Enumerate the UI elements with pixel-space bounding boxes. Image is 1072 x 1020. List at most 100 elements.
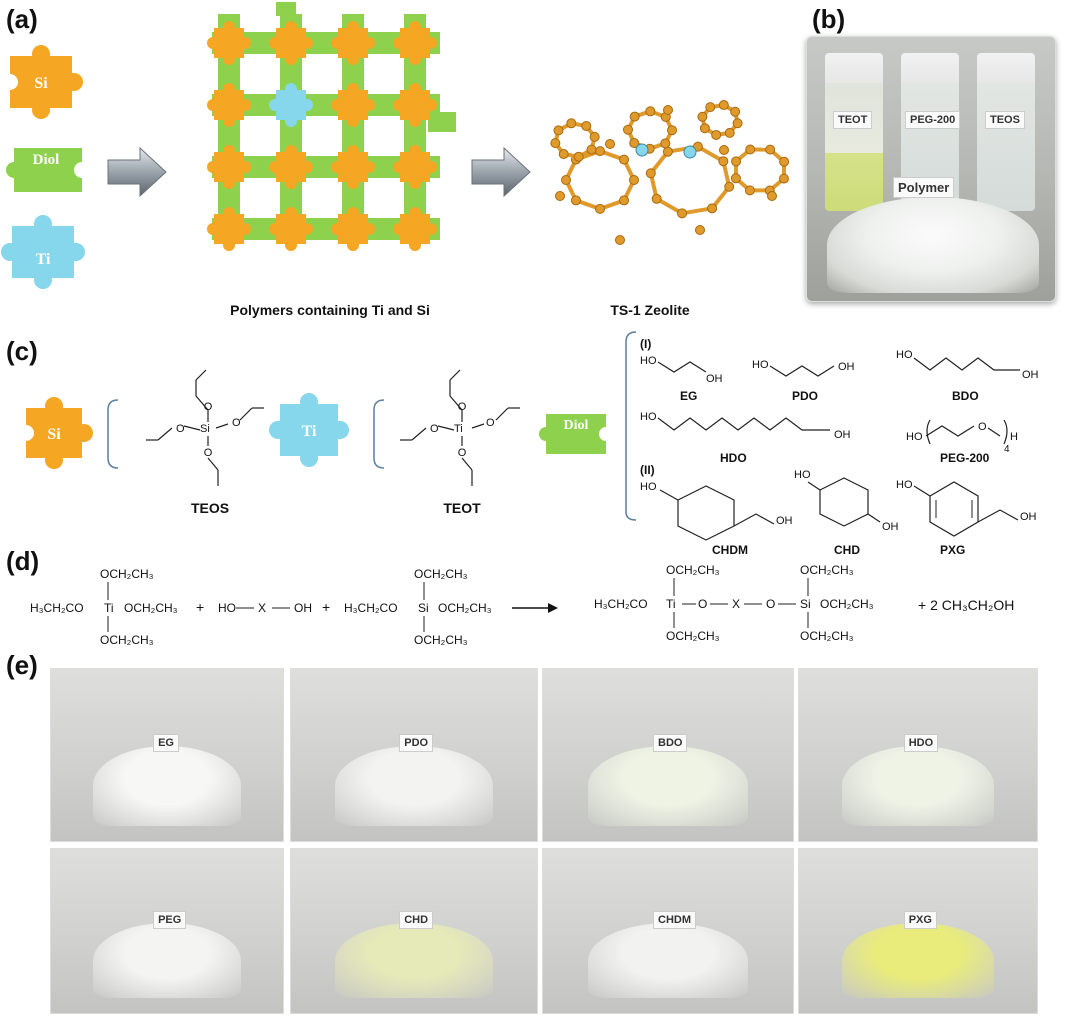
teos-structure (146, 369, 264, 486)
zeolite-atom (586, 144, 597, 155)
svg-text:OCH₂CH₃: OCH₂CH₃ (100, 567, 154, 581)
panel-label-e: (e) (6, 650, 38, 680)
svg-text:O: O (486, 417, 495, 429)
reaction-equation: OCH₂CH₃ H₃CH₂CO Ti OCH₂CH₃ OCH₂CH₃ + HO … (30, 563, 1014, 647)
zeolite-atom (718, 156, 729, 167)
ti-puzzle-piece: Ti (269, 393, 349, 467)
sample-label: PDO (399, 734, 434, 753)
polymer-pile (92, 922, 242, 999)
zeolite-atom (619, 195, 630, 206)
polymer-pile (92, 746, 242, 826)
svg-text:4: 4 (1004, 444, 1010, 455)
panel-label-c: (c) (6, 336, 38, 366)
svg-text:Ti: Ti (104, 601, 114, 615)
peg200-label: PEG-200 (940, 451, 990, 465)
svg-text:OH: OH (882, 521, 899, 533)
zeolite-caption: TS-1 Zeolite (610, 302, 690, 318)
si-node (269, 145, 313, 189)
sample-label: EG (153, 734, 179, 753)
ti-atom (635, 143, 649, 157)
zeolite-atom (745, 144, 756, 155)
si-node (207, 21, 251, 65)
zeolite-atom (595, 146, 605, 157)
zeolite-atom (555, 191, 565, 201)
zeolite-atom (707, 203, 718, 214)
polymer-photo-eg: EG (50, 668, 284, 842)
diol-puzzle-piece: Diol (539, 414, 613, 454)
polymer-label: Polymer (893, 177, 955, 198)
chdm-label: CHDM (712, 543, 748, 557)
bdo-label: BDO (952, 389, 979, 403)
svg-text:OCH₂CH₃: OCH₂CH₃ (438, 601, 492, 615)
zeolite-atom (550, 138, 561, 149)
si-node (393, 83, 437, 127)
ti-atom (683, 145, 697, 159)
zeolite-atom (645, 106, 656, 117)
svg-text:O: O (232, 417, 241, 429)
svg-text:HO: HO (218, 601, 236, 615)
polymer-photo-peg: PEG (50, 848, 284, 1014)
svg-text:OCH₂CH₃: OCH₂CH₃ (414, 633, 468, 647)
pdo-label: PDO (792, 389, 818, 403)
svg-text:O: O (978, 421, 987, 433)
panel-label-a: (a) (6, 4, 38, 34)
polymer-pile (841, 746, 995, 826)
svg-text:OCH₂CH₃: OCH₂CH₃ (666, 629, 720, 643)
svg-text:OCH₂CH₃: OCH₂CH₃ (414, 567, 468, 581)
chd-label: CHD (834, 543, 860, 557)
svg-text:H₃CH₂CO: H₃CH₂CO (594, 597, 648, 611)
svg-text:OCH₂CH₃: OCH₂CH₃ (124, 601, 178, 615)
zeolite-atom (629, 138, 640, 149)
svg-text:OCH₂CH₃: OCH₂CH₃ (666, 563, 720, 577)
si-node (331, 21, 375, 65)
svg-text:OCH₂CH₃: OCH₂CH₃ (820, 597, 874, 611)
polymer-photo-pdo: PDO (290, 668, 538, 842)
svg-text:OH: OH (834, 429, 851, 441)
polymer-photo-chd: CHD (290, 848, 538, 1014)
polymer-photo-pxg: PXG (798, 848, 1038, 1014)
zeolite-bond (681, 206, 713, 216)
zeolite-atom (581, 120, 592, 131)
zeolite-atom (615, 235, 625, 245)
zeolite-atom (558, 149, 569, 160)
polymer-pile (827, 197, 1039, 293)
bracket (107, 399, 119, 469)
sample-label: CHDM (653, 911, 696, 930)
teot-caption: TEOT (443, 500, 481, 516)
polymer-grid (207, 2, 456, 251)
diol-piece-label: Diol (564, 418, 589, 433)
zeolite-atom (573, 151, 584, 162)
svg-text:OCH₂CH₃: OCH₂CH₃ (800, 563, 854, 577)
diol-link (212, 32, 440, 54)
zeolite-atom (731, 156, 742, 167)
svg-text:O: O (458, 401, 467, 413)
zeolite-atom (718, 100, 729, 111)
zeolite-atom (663, 105, 673, 115)
polymer-photo-hdo: HDO (798, 668, 1038, 842)
sample-label: HDO (903, 734, 939, 753)
si-node (269, 21, 313, 65)
svg-text:OH: OH (294, 601, 312, 615)
zeolite-atom (730, 173, 741, 184)
svg-text:HO: HO (752, 359, 769, 371)
zeolite-atom (705, 102, 716, 113)
vial-label: TEOS (985, 111, 1025, 129)
si-node (393, 21, 437, 65)
ti-node (269, 83, 313, 127)
svg-text:Ti: Ti (666, 597, 676, 611)
diol-link (212, 156, 440, 178)
zeolite-atom (765, 144, 776, 155)
bracket (373, 399, 385, 469)
eg-label: EG (680, 389, 697, 403)
sample-label: PXG (903, 911, 937, 930)
zeolite-atom (730, 106, 741, 117)
svg-text:HO: HO (794, 469, 811, 481)
panel-label-d: (d) (6, 546, 40, 576)
pxg-label: PXG (940, 543, 965, 557)
sample-label: PEG (153, 911, 187, 930)
svg-text:OH: OH (776, 515, 793, 527)
svg-text:OH: OH (1022, 369, 1039, 381)
polymer-pile (588, 746, 748, 826)
diol-puzzle-piece: Diol (6, 148, 90, 192)
